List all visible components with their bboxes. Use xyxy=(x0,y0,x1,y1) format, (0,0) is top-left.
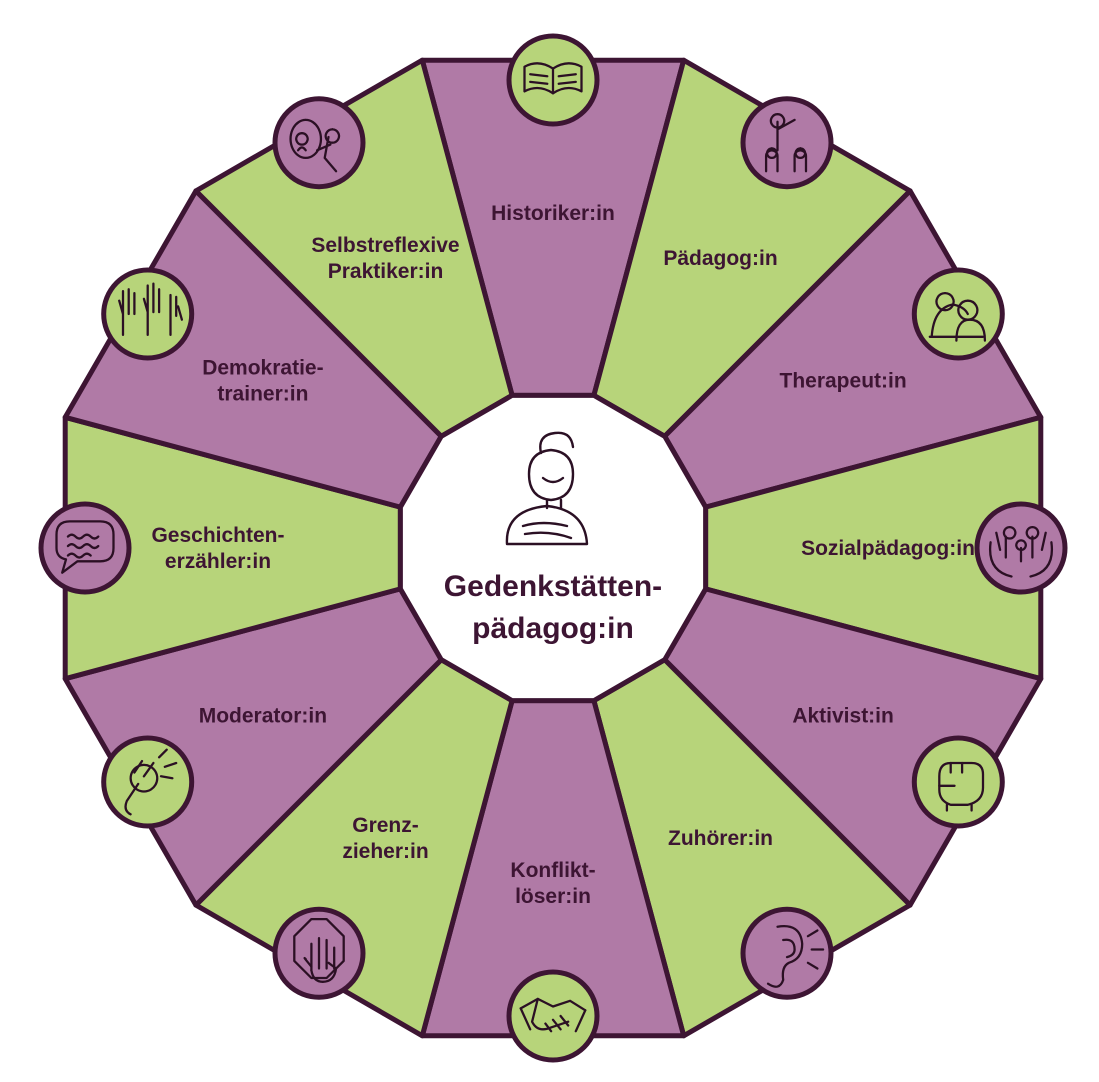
medallion-circle xyxy=(101,735,195,829)
medallion-circle xyxy=(272,96,366,190)
medallion-zuhoerer xyxy=(740,906,834,1000)
raised-hands-icon xyxy=(118,282,184,337)
person-arms-crossed-icon xyxy=(505,431,589,546)
medallion-grenzzieher xyxy=(272,906,366,1000)
speech-bubble-icon xyxy=(55,520,115,574)
label-therapeut-line-1: Therapeut:in xyxy=(780,370,907,393)
label-historiker-line-1: Historiker:in xyxy=(491,202,615,225)
medallion-historiker xyxy=(506,33,600,127)
label-geschichtenerzaehler-line-2: erzähler:in xyxy=(165,550,271,573)
medallion-circle xyxy=(506,969,600,1063)
medallion-therapeut xyxy=(911,267,1005,361)
label-grenzzieher-line-2: zieher:in xyxy=(342,840,428,863)
raised-fist-icon xyxy=(938,761,985,812)
medallion-selbstreflexive xyxy=(272,96,366,190)
label-paedagog-line-1: Pädagog:in xyxy=(663,247,777,270)
label-demokratietrainer-line-1: Demokratie- xyxy=(202,357,323,380)
label-grenzzieher-line-1: Grenz- xyxy=(352,814,419,837)
label-selbstreflexive-line-1: Selbstreflexive xyxy=(311,234,459,257)
label-aktivist-line-1: Aktivist:in xyxy=(792,705,894,728)
medallion-aktivist xyxy=(911,735,1005,829)
handshake-icon xyxy=(519,997,587,1033)
label-demokratietrainer-line-2: trainer:in xyxy=(217,383,308,406)
medallion-moderator xyxy=(101,735,195,829)
center-title-line-1: Gedenkstätten- xyxy=(444,570,662,603)
microphone-icon xyxy=(124,748,178,816)
center-title-line-2: pädagog:in xyxy=(472,612,634,645)
label-geschichtenerzaehler-line-1: Geschichten- xyxy=(151,524,284,547)
medallion-demokratietrainer xyxy=(101,267,195,361)
label-moderator-line-1: Moderator:in xyxy=(199,705,327,728)
label-sozialpaedagog-line-1: Sozialpädagog:in xyxy=(801,537,975,560)
label-konfliktloeser-line-1: Konflikt- xyxy=(510,859,595,882)
teacher-children-icon xyxy=(764,113,808,173)
stop-hand-icon xyxy=(293,917,345,983)
medallion-konfliktloeser xyxy=(506,969,600,1063)
medallion-sozialpaedagog xyxy=(974,501,1068,595)
center-hub: Gedenkstätten- pädagog:in xyxy=(397,392,709,704)
label-selbstreflexive-line-2: Praktiker:in xyxy=(328,260,444,283)
medallion-circle xyxy=(740,96,834,190)
mirror-reflection-icon xyxy=(289,118,341,173)
family-in-hands-icon xyxy=(988,525,1054,578)
ear-icon xyxy=(766,924,825,988)
medallion-circle xyxy=(740,906,834,1000)
consoling-people-icon xyxy=(928,291,987,342)
medallion-circle xyxy=(38,501,132,595)
label-konfliktloeser-line-2: löser:in xyxy=(515,885,591,908)
medallion-geschichtenerzaehler xyxy=(38,501,132,595)
book-icon xyxy=(523,62,583,95)
medallion-paedagog xyxy=(740,96,834,190)
center-hub-shape xyxy=(397,392,709,704)
label-zuhoerer-line-1: Zuhörer:in xyxy=(668,827,773,850)
medallion-circle xyxy=(911,735,1005,829)
